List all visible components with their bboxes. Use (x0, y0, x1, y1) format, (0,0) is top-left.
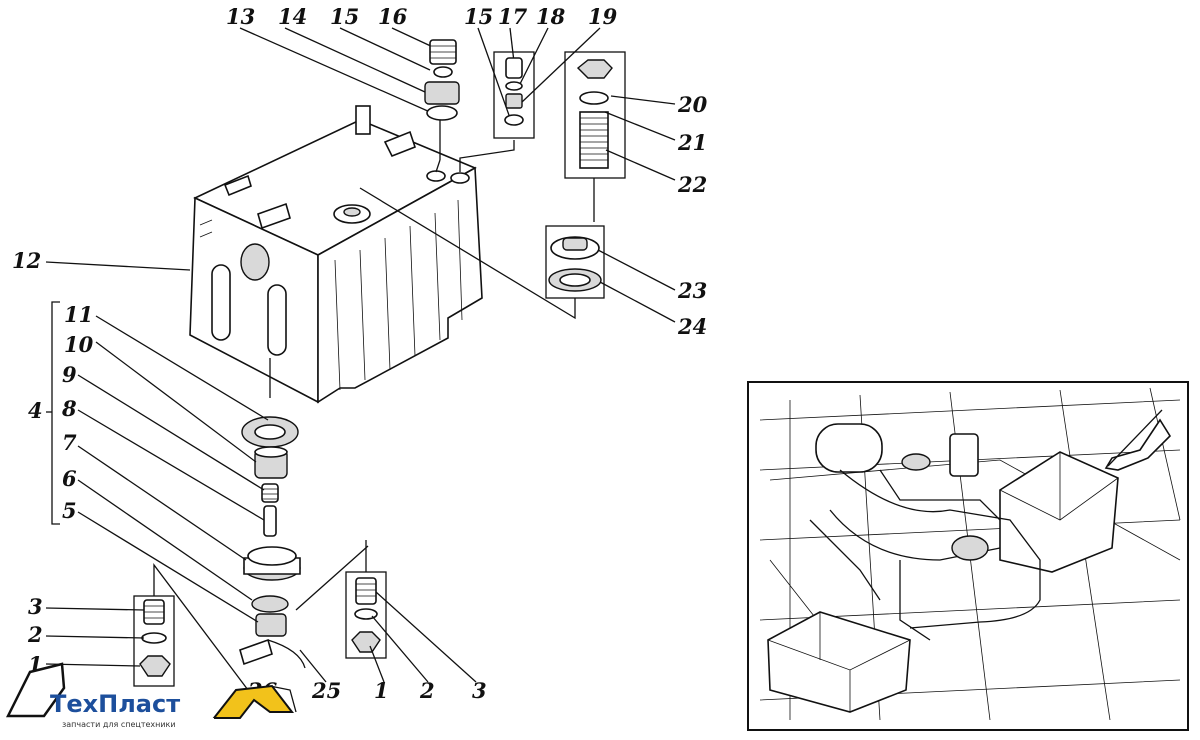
callout-23: 23 (677, 278, 707, 303)
techplast-logo: ТехПласт запчасти для спецтехники (5, 662, 297, 730)
breather-group (493, 51, 535, 139)
callout-5: 5 (62, 498, 77, 523)
logo-name: ТехПласт (50, 690, 180, 718)
callout-14: 14 (278, 4, 307, 29)
callout-13: 13 (226, 4, 255, 29)
callout-25: 25 (311, 678, 341, 703)
callout-15: 15 (330, 4, 359, 29)
callout-3-left: 3 (28, 594, 43, 619)
stud-group (564, 51, 676, 222)
callout-15-breather: 15 (464, 4, 493, 29)
callout-7: 7 (62, 430, 77, 455)
callout-4: 4 (28, 398, 43, 423)
excavator-logo-icon (5, 662, 66, 718)
callout-22: 22 (677, 172, 707, 197)
drain-group-left (45, 563, 249, 691)
callout-3-right: 3 (472, 678, 487, 703)
callout-11: 11 (64, 302, 93, 327)
callout-6: 6 (62, 466, 77, 491)
hydraulic-tank (189, 105, 483, 404)
group-4-bracket (46, 301, 60, 525)
filter-assembly (239, 358, 369, 669)
callout-8: 8 (61, 396, 77, 421)
callout-9: 9 (62, 362, 77, 387)
callout-1-right: 1 (374, 678, 389, 703)
top-leaders (239, 27, 601, 173)
callout-10: 10 (64, 332, 94, 357)
excavator-bucket-icon (211, 684, 295, 719)
cover-plate-group (359, 187, 676, 323)
logo-tagline: запчасти для спецтехники (62, 720, 176, 729)
filler-fittings (424, 39, 460, 121)
callout-16: 16 (378, 4, 408, 29)
inset-location-view (747, 381, 1189, 731)
left-leaders (45, 261, 269, 623)
callout-17: 17 (498, 4, 528, 29)
callout-20: 20 (677, 92, 708, 117)
callout-24: 24 (677, 314, 707, 339)
callout-21: 21 (677, 130, 707, 155)
callout-2-left: 2 (27, 622, 43, 647)
callout-18: 18 (536, 4, 566, 29)
callout-2-right: 2 (419, 678, 435, 703)
callout-12: 12 (12, 248, 41, 273)
drain-group-right (299, 540, 477, 683)
callout-19: 19 (588, 4, 618, 29)
callout-labels: 13 14 15 16 15 17 18 19 20 21 22 23 24 1… (12, 4, 708, 703)
